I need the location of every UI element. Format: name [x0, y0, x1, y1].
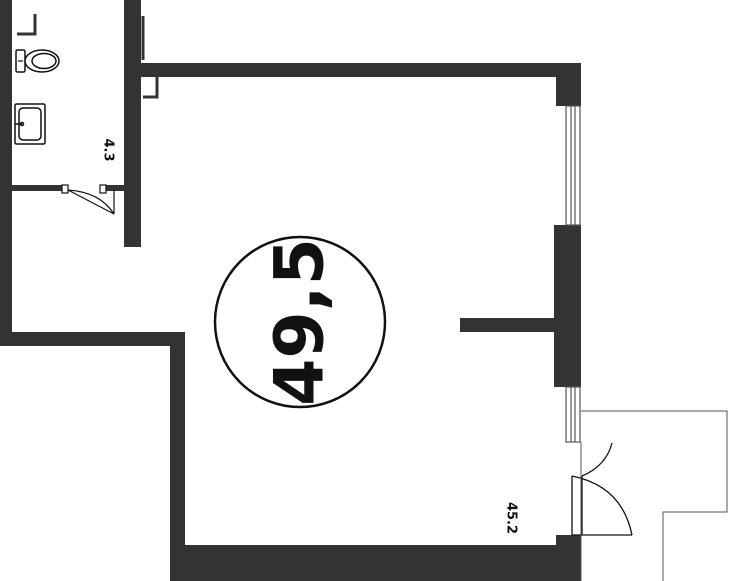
wall-left-lower-horizontal — [0, 332, 185, 346]
main-room-area-label: 45.2 — [504, 502, 519, 534]
wall-right-bottom — [556, 535, 581, 581]
landing-outline — [580, 410, 728, 581]
window-right — [565, 105, 581, 226]
bathroom-door — [61, 184, 115, 215]
bathroom-partition — [12, 185, 124, 191]
wall-right-upper — [556, 63, 581, 106]
bathroom-area-label: 4.3 — [101, 138, 116, 161]
toilet-icon — [15, 49, 60, 73]
total-area-circle — [213, 235, 387, 409]
wall-top — [141, 63, 581, 77]
walls — [0, 0, 581, 581]
entrance-frame — [565, 386, 581, 443]
shaft-details — [17, 14, 159, 99]
wall-interior-stub — [460, 318, 556, 332]
entrance-door — [571, 442, 633, 536]
wall-right-middle — [554, 225, 581, 387]
wall-bottom — [170, 545, 581, 581]
wall-left-lower-vertical — [170, 332, 185, 581]
wall-bathroom-left — [0, 0, 12, 346]
total-area-value: 49,5 — [261, 238, 340, 406]
sink-icon — [14, 103, 46, 145]
total-area-badge: 49,5 — [213, 235, 387, 409]
wall-bathroom-right — [124, 0, 141, 247]
